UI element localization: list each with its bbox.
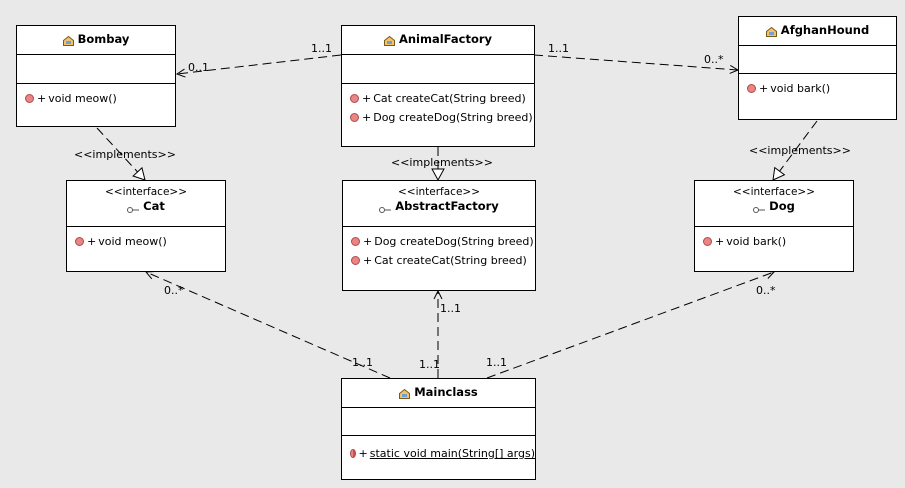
operation-signature: void meow() <box>98 235 167 248</box>
assoc-animalfactory-afghanhound <box>533 54 738 70</box>
class-icon <box>383 35 395 46</box>
visibility-marker: + <box>715 235 725 248</box>
realization-afghanhound-dog <box>772 120 818 181</box>
mult-main-dog-target: 0..* <box>756 284 776 297</box>
interface-dog[interactable]: <<interface>> Dog +void bark() <box>694 180 854 272</box>
visibility-marker: + <box>363 235 373 248</box>
mult-af-bombay-source: 1..1 <box>311 42 332 55</box>
operation-signature: void bark() <box>770 82 831 95</box>
operation[interactable]: +void meow() <box>75 232 225 251</box>
operations-compartment: +void bark() <box>695 227 853 251</box>
visibility-marker: + <box>363 254 373 267</box>
visibility-marker: + <box>37 92 47 105</box>
class-name: AnimalFactory <box>398 32 493 46</box>
attributes-compartment <box>17 55 175 84</box>
mult-main-cat-target: 0..* <box>164 284 184 297</box>
class-icon <box>399 388 411 399</box>
visibility-marker: + <box>362 111 372 124</box>
public-method-icon <box>747 84 756 93</box>
operation-signature: void meow() <box>48 92 117 105</box>
interface-cat[interactable]: <<interface>> Cat +void meow() <box>66 180 226 272</box>
class-bombay[interactable]: Bombay +void meow() <box>16 25 176 127</box>
attributes-compartment <box>739 46 896 74</box>
public-method-icon <box>350 113 359 122</box>
operation-signature: Cat createCat(String breed) <box>374 254 527 267</box>
public-method-icon <box>703 237 712 246</box>
mult-af-afghan-target: 0..* <box>704 53 724 66</box>
assoc-mainclass-cat <box>146 272 391 379</box>
visibility-marker: + <box>87 235 97 248</box>
operation-signature: static void main(String[] args) <box>369 447 535 460</box>
operations-compartment: +Cat createCat(String breed) +Dog create… <box>342 84 534 127</box>
attributes-compartment <box>342 408 535 436</box>
class-icon <box>765 26 777 37</box>
class-name: Bombay <box>77 32 130 46</box>
public-method-icon <box>351 237 360 246</box>
assoc-mainclass-dog <box>486 272 774 379</box>
class-afghanhound[interactable]: AfghanHound +void bark() <box>738 16 897 120</box>
operation[interactable]: +Dog createDog(String breed) <box>350 108 534 127</box>
interface-icon <box>753 203 766 213</box>
mult-main-af-target: 1..1 <box>440 302 461 315</box>
class-name: Cat <box>143 199 165 213</box>
operation-signature: Cat createCat(String breed) <box>373 92 526 105</box>
class-animalfactory[interactable]: AnimalFactory +Cat createCat(String bree… <box>341 25 535 147</box>
class-name: Dog <box>769 199 795 213</box>
stereotype-label: <<interface>> <box>397 186 481 198</box>
operations-compartment: +Dog createDog(String breed) +Cat create… <box>343 227 535 270</box>
visibility-marker: + <box>759 82 769 95</box>
class-name: AbstractFactory <box>395 199 499 213</box>
operation[interactable]: +Dog createDog(String breed) <box>351 232 535 251</box>
visibility-marker: + <box>362 92 372 105</box>
class-name: AfghanHound <box>780 23 870 37</box>
operations-compartment: +void meow() <box>67 227 225 251</box>
interface-abstractfactory[interactable]: <<interface>> AbstractFactory +Dog creat… <box>342 180 536 291</box>
mult-main-dog-source: 1..1 <box>486 356 507 369</box>
operation[interactable]: +void bark() <box>703 232 853 251</box>
interface-icon <box>127 203 140 213</box>
public-method-icon <box>350 94 359 103</box>
operation[interactable]: +Cat createCat(String breed) <box>350 89 534 108</box>
class-name: Mainclass <box>414 385 478 399</box>
mult-main-cat-source: 1..1 <box>352 356 373 369</box>
operation[interactable]: +void bark() <box>747 79 896 98</box>
operation[interactable]: +static void main(String[] args) <box>350 444 535 463</box>
operation-signature: void bark() <box>726 235 787 248</box>
realization-bombay-cat <box>96 127 146 181</box>
static-method-icon <box>350 449 356 458</box>
operation[interactable]: +Cat createCat(String breed) <box>351 251 535 270</box>
stereotype-label: <<interface>> <box>104 186 188 198</box>
mult-af-afghan-source: 1..1 <box>548 42 569 55</box>
mult-main-af-source: 1..1 <box>419 358 440 371</box>
implements-label-animalfactory: <<implements>> <box>391 156 493 169</box>
interface-icon <box>379 203 392 213</box>
class-icon <box>62 35 74 46</box>
operation-signature: Dog createDog(String breed) <box>373 111 533 124</box>
implements-label-bombay: <<implements>> <box>74 148 176 161</box>
visibility-marker: + <box>358 447 368 460</box>
public-method-icon <box>351 256 360 265</box>
operations-compartment: +void bark() <box>739 74 896 98</box>
class-mainclass[interactable]: Mainclass +static void main(String[] arg… <box>341 378 536 480</box>
operation[interactable]: +void meow() <box>25 89 175 108</box>
attributes-compartment <box>342 55 534 84</box>
public-method-icon <box>25 94 34 103</box>
operations-compartment: +void meow() <box>17 84 175 108</box>
implements-label-afghanhound: <<implements>> <box>749 144 851 157</box>
operation-signature: Dog createDog(String breed) <box>374 235 534 248</box>
stereotype-label: <<interface>> <box>732 186 816 198</box>
operations-compartment: +static void main(String[] args) <box>342 436 535 463</box>
public-method-icon <box>75 237 84 246</box>
mult-af-bombay-target: 0..1 <box>188 61 209 74</box>
